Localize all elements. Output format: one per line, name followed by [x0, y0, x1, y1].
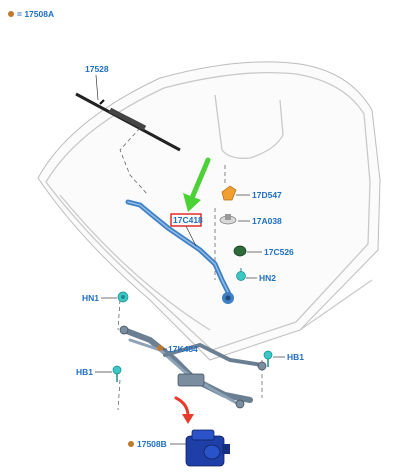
bolt-left — [112, 365, 122, 382]
arrow-down-left-icon — [183, 157, 211, 212]
wiper-arm — [125, 199, 234, 304]
pivot-cap — [233, 245, 247, 257]
legend-dot — [8, 11, 14, 17]
callout-clip: 17A038 — [252, 216, 282, 226]
legend: = 17508A — [8, 9, 54, 19]
motor-dot — [128, 441, 134, 447]
curved-arrow-down-icon — [174, 396, 194, 424]
wiper-motor — [185, 429, 230, 467]
wiper-linkage — [119, 325, 267, 409]
callout-linkage: 17K484 — [168, 344, 198, 354]
callout-nut-left: HN1 — [82, 293, 99, 303]
washer-nozzle — [221, 185, 237, 201]
callout-wiper-arm: 17C418 — [173, 215, 203, 225]
windshield — [37, 61, 381, 361]
callout-bolt-right: HB1 — [287, 352, 304, 362]
callout-nozzle: 17D547 — [252, 190, 282, 200]
bolt-right — [263, 350, 273, 367]
nut-left — [117, 291, 129, 303]
legend-label: = 17508A — [17, 9, 54, 19]
callout-motor: 17508B — [137, 439, 167, 449]
callout-nut-right: HN2 — [259, 273, 276, 283]
nut-right — [236, 268, 246, 281]
retaining-clip — [219, 214, 237, 225]
callout-wiper-blade: 17528 — [85, 64, 109, 74]
wiper-blade — [75, 92, 181, 152]
callout-bolt-left: HB1 — [76, 367, 93, 377]
callout-cap: 17C526 — [264, 247, 294, 257]
